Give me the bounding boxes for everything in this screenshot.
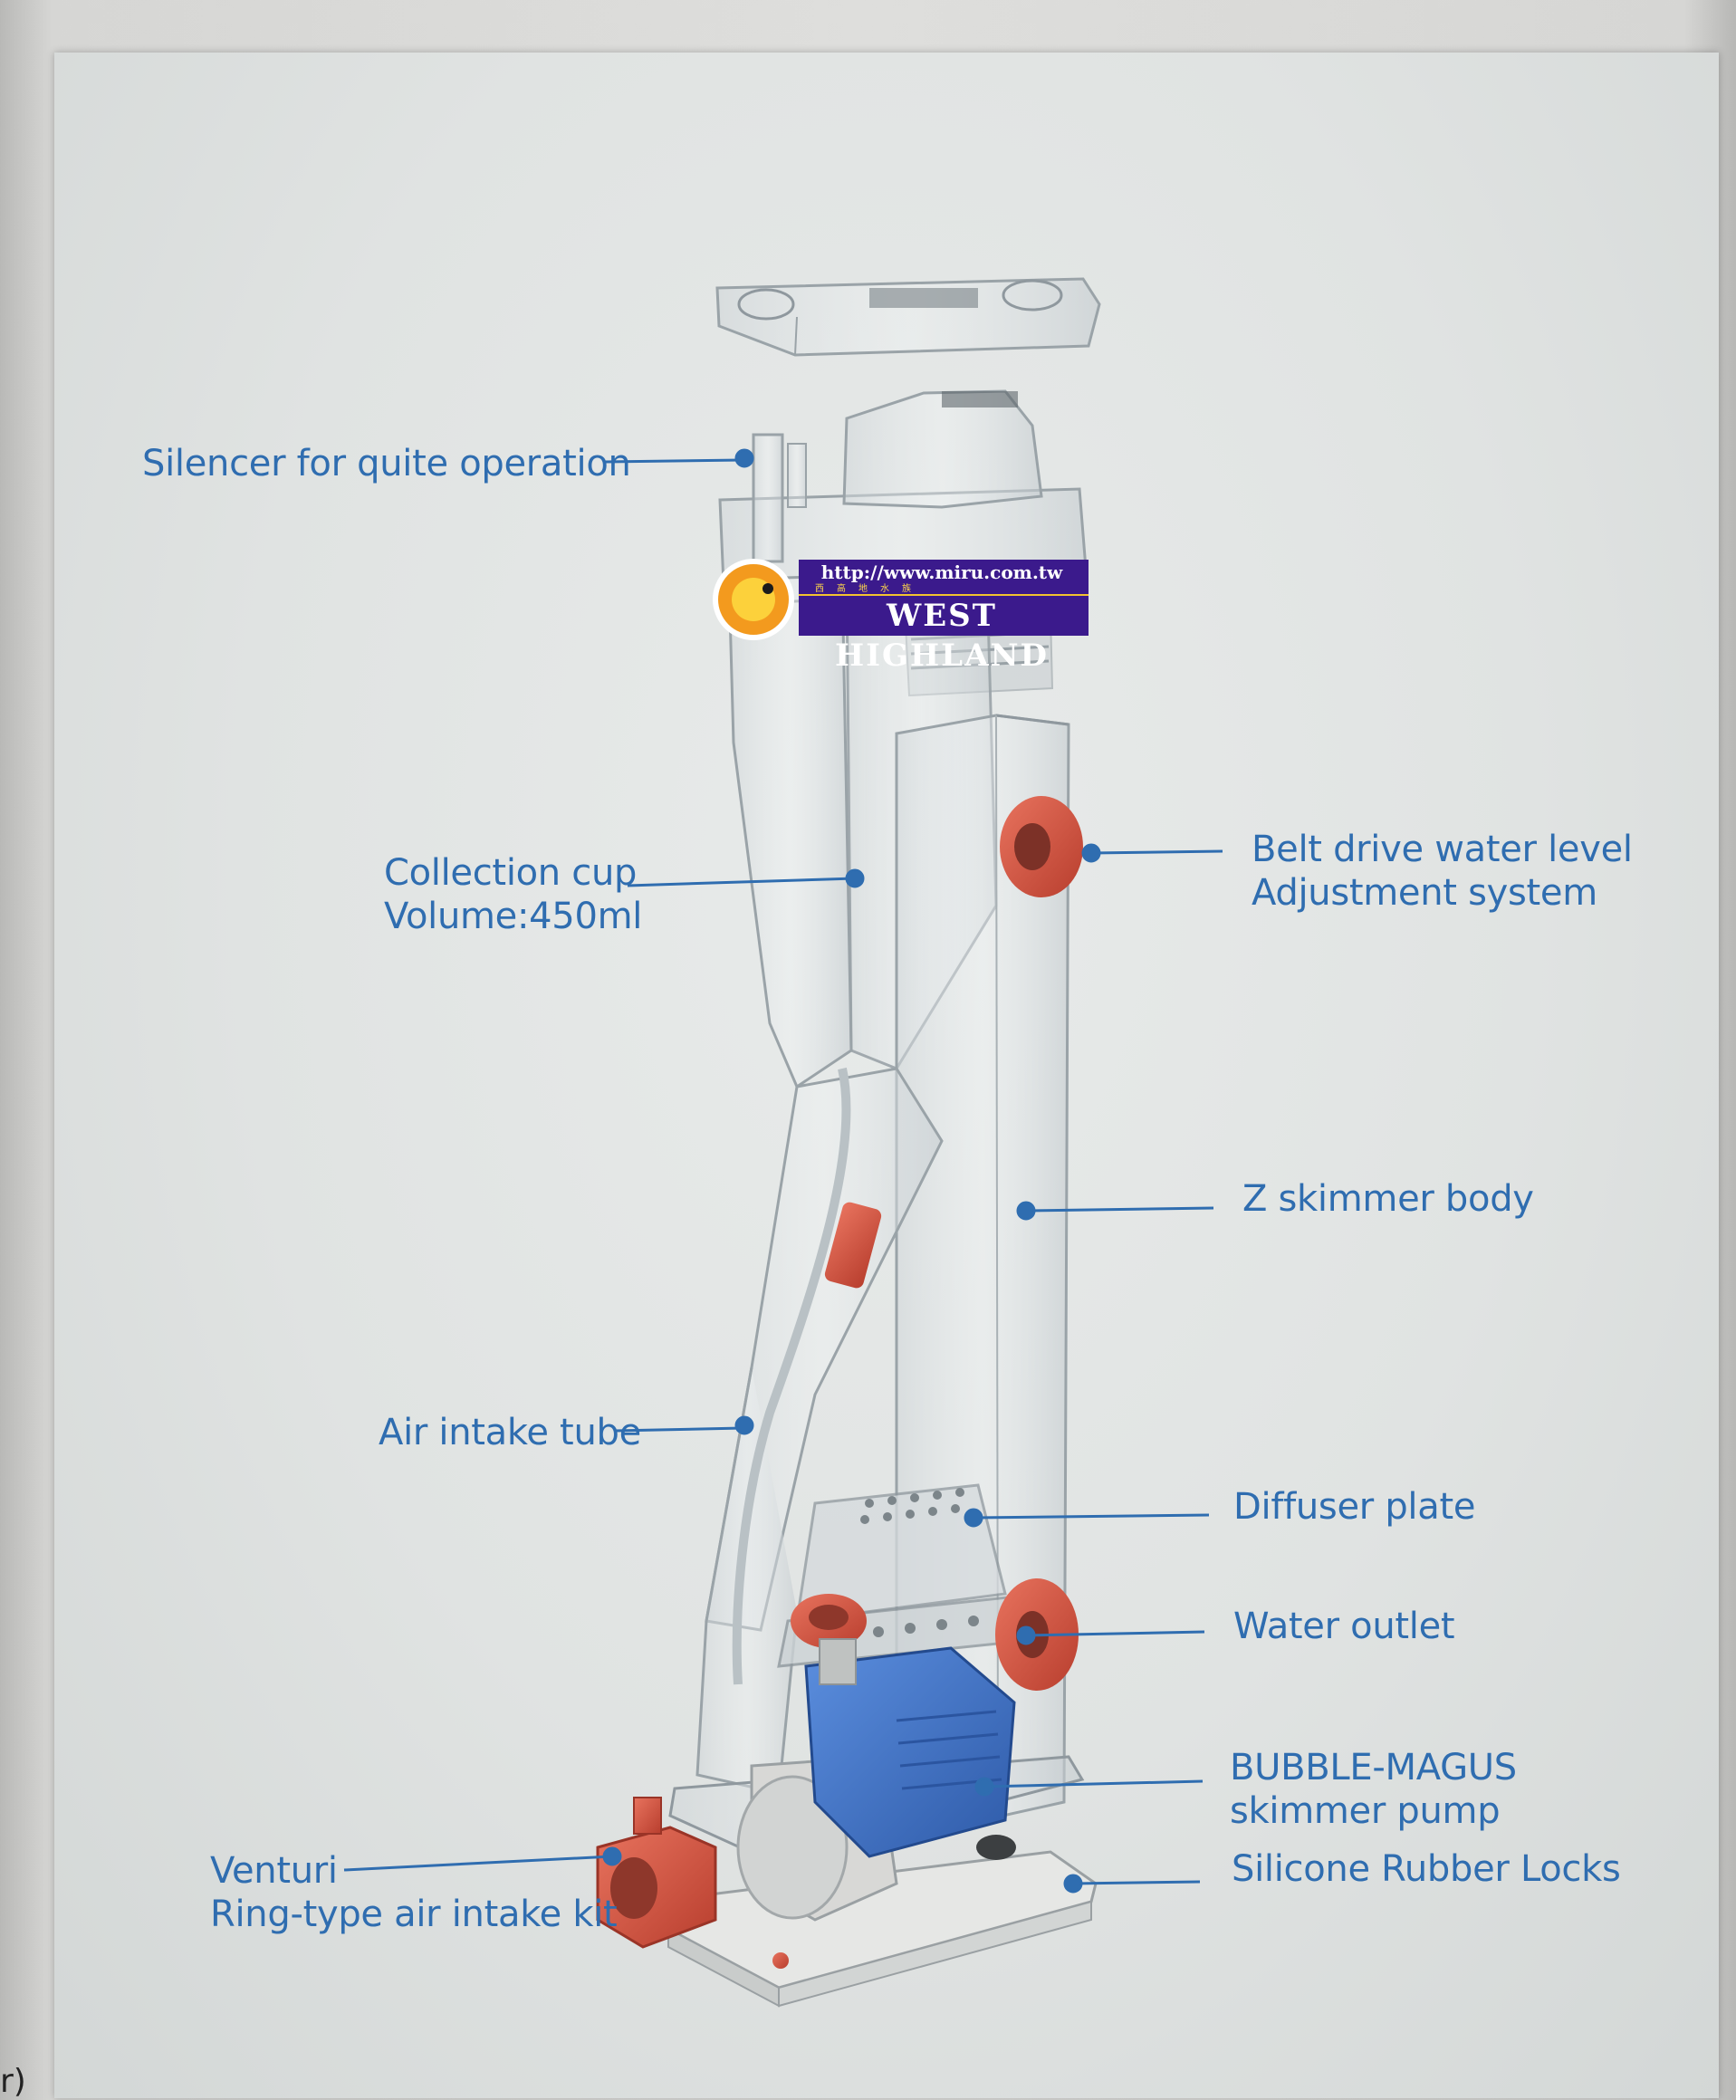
label-diffuser: Diffuser plate xyxy=(1233,1486,1476,1528)
label-pump: BUBBLE-MAGUS skimmer pump xyxy=(1230,1746,1517,1833)
label-pump-line2: skimmer pump xyxy=(1230,1790,1501,1832)
watermark-url: http://www.miru.com.tw xyxy=(820,561,1063,583)
edge-text: r) xyxy=(0,2063,26,2100)
air-intake-tube-part xyxy=(732,1067,851,1685)
label-air-intake: Air intake tube xyxy=(379,1412,641,1453)
z-neck xyxy=(695,1067,944,1795)
watermark-logo-graphic xyxy=(713,559,1089,640)
label-belt-drive-line2: Adjustment system xyxy=(1252,872,1597,914)
label-venturi: Venturi Ring-type air intake kit xyxy=(210,1849,618,1936)
leader-lines xyxy=(343,448,1223,1894)
watermark-logo: http://www.miru.com.tw 西高地水族 WEST HIGHLA… xyxy=(715,560,1089,674)
watermark-brand: WEST HIGHLAND xyxy=(834,598,1050,674)
label-collection-cup: Collection cup Volume:450ml xyxy=(384,851,642,938)
label-z-body: Z skimmer body xyxy=(1242,1178,1534,1220)
venturi-part xyxy=(596,1797,717,1949)
label-belt-drive-line1: Belt drive water level xyxy=(1252,829,1633,870)
label-venturi-line2: Ring-type air intake kit xyxy=(210,1894,618,1935)
label-water-outlet: Water outlet xyxy=(1233,1606,1455,1647)
label-silencer: Silencer for quite operation xyxy=(142,443,631,484)
watermark-chinese: 西高地水族 xyxy=(815,584,924,594)
label-rubber-locks: Silicone Rubber Locks xyxy=(1232,1848,1621,1890)
silencer-part xyxy=(752,433,807,563)
belt-drive-knob xyxy=(1000,796,1083,897)
label-collection-cup-line1: Collection cup xyxy=(384,852,638,894)
label-venturi-line1: Venturi xyxy=(210,1850,338,1892)
skimmer-lid xyxy=(715,277,1101,357)
skimmer-pump-part xyxy=(736,1638,1016,1922)
neck-fitting xyxy=(824,1202,882,1289)
label-belt-drive: Belt drive water level Adjustment system xyxy=(1252,828,1633,915)
label-collection-cup-line2: Volume:450ml xyxy=(384,896,643,937)
label-pump-line1: BUBBLE-MAGUS xyxy=(1230,1747,1517,1788)
